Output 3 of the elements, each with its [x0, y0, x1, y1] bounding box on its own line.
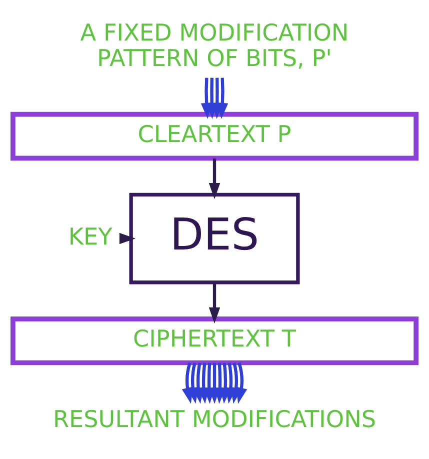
- node-text: RESULTANT MODIFICATIONS: [52, 406, 376, 432]
- node-text: A FIXED MODIFICATION PATTERN OF BITS, P': [80, 20, 349, 72]
- node-text: KEY: [68, 224, 112, 250]
